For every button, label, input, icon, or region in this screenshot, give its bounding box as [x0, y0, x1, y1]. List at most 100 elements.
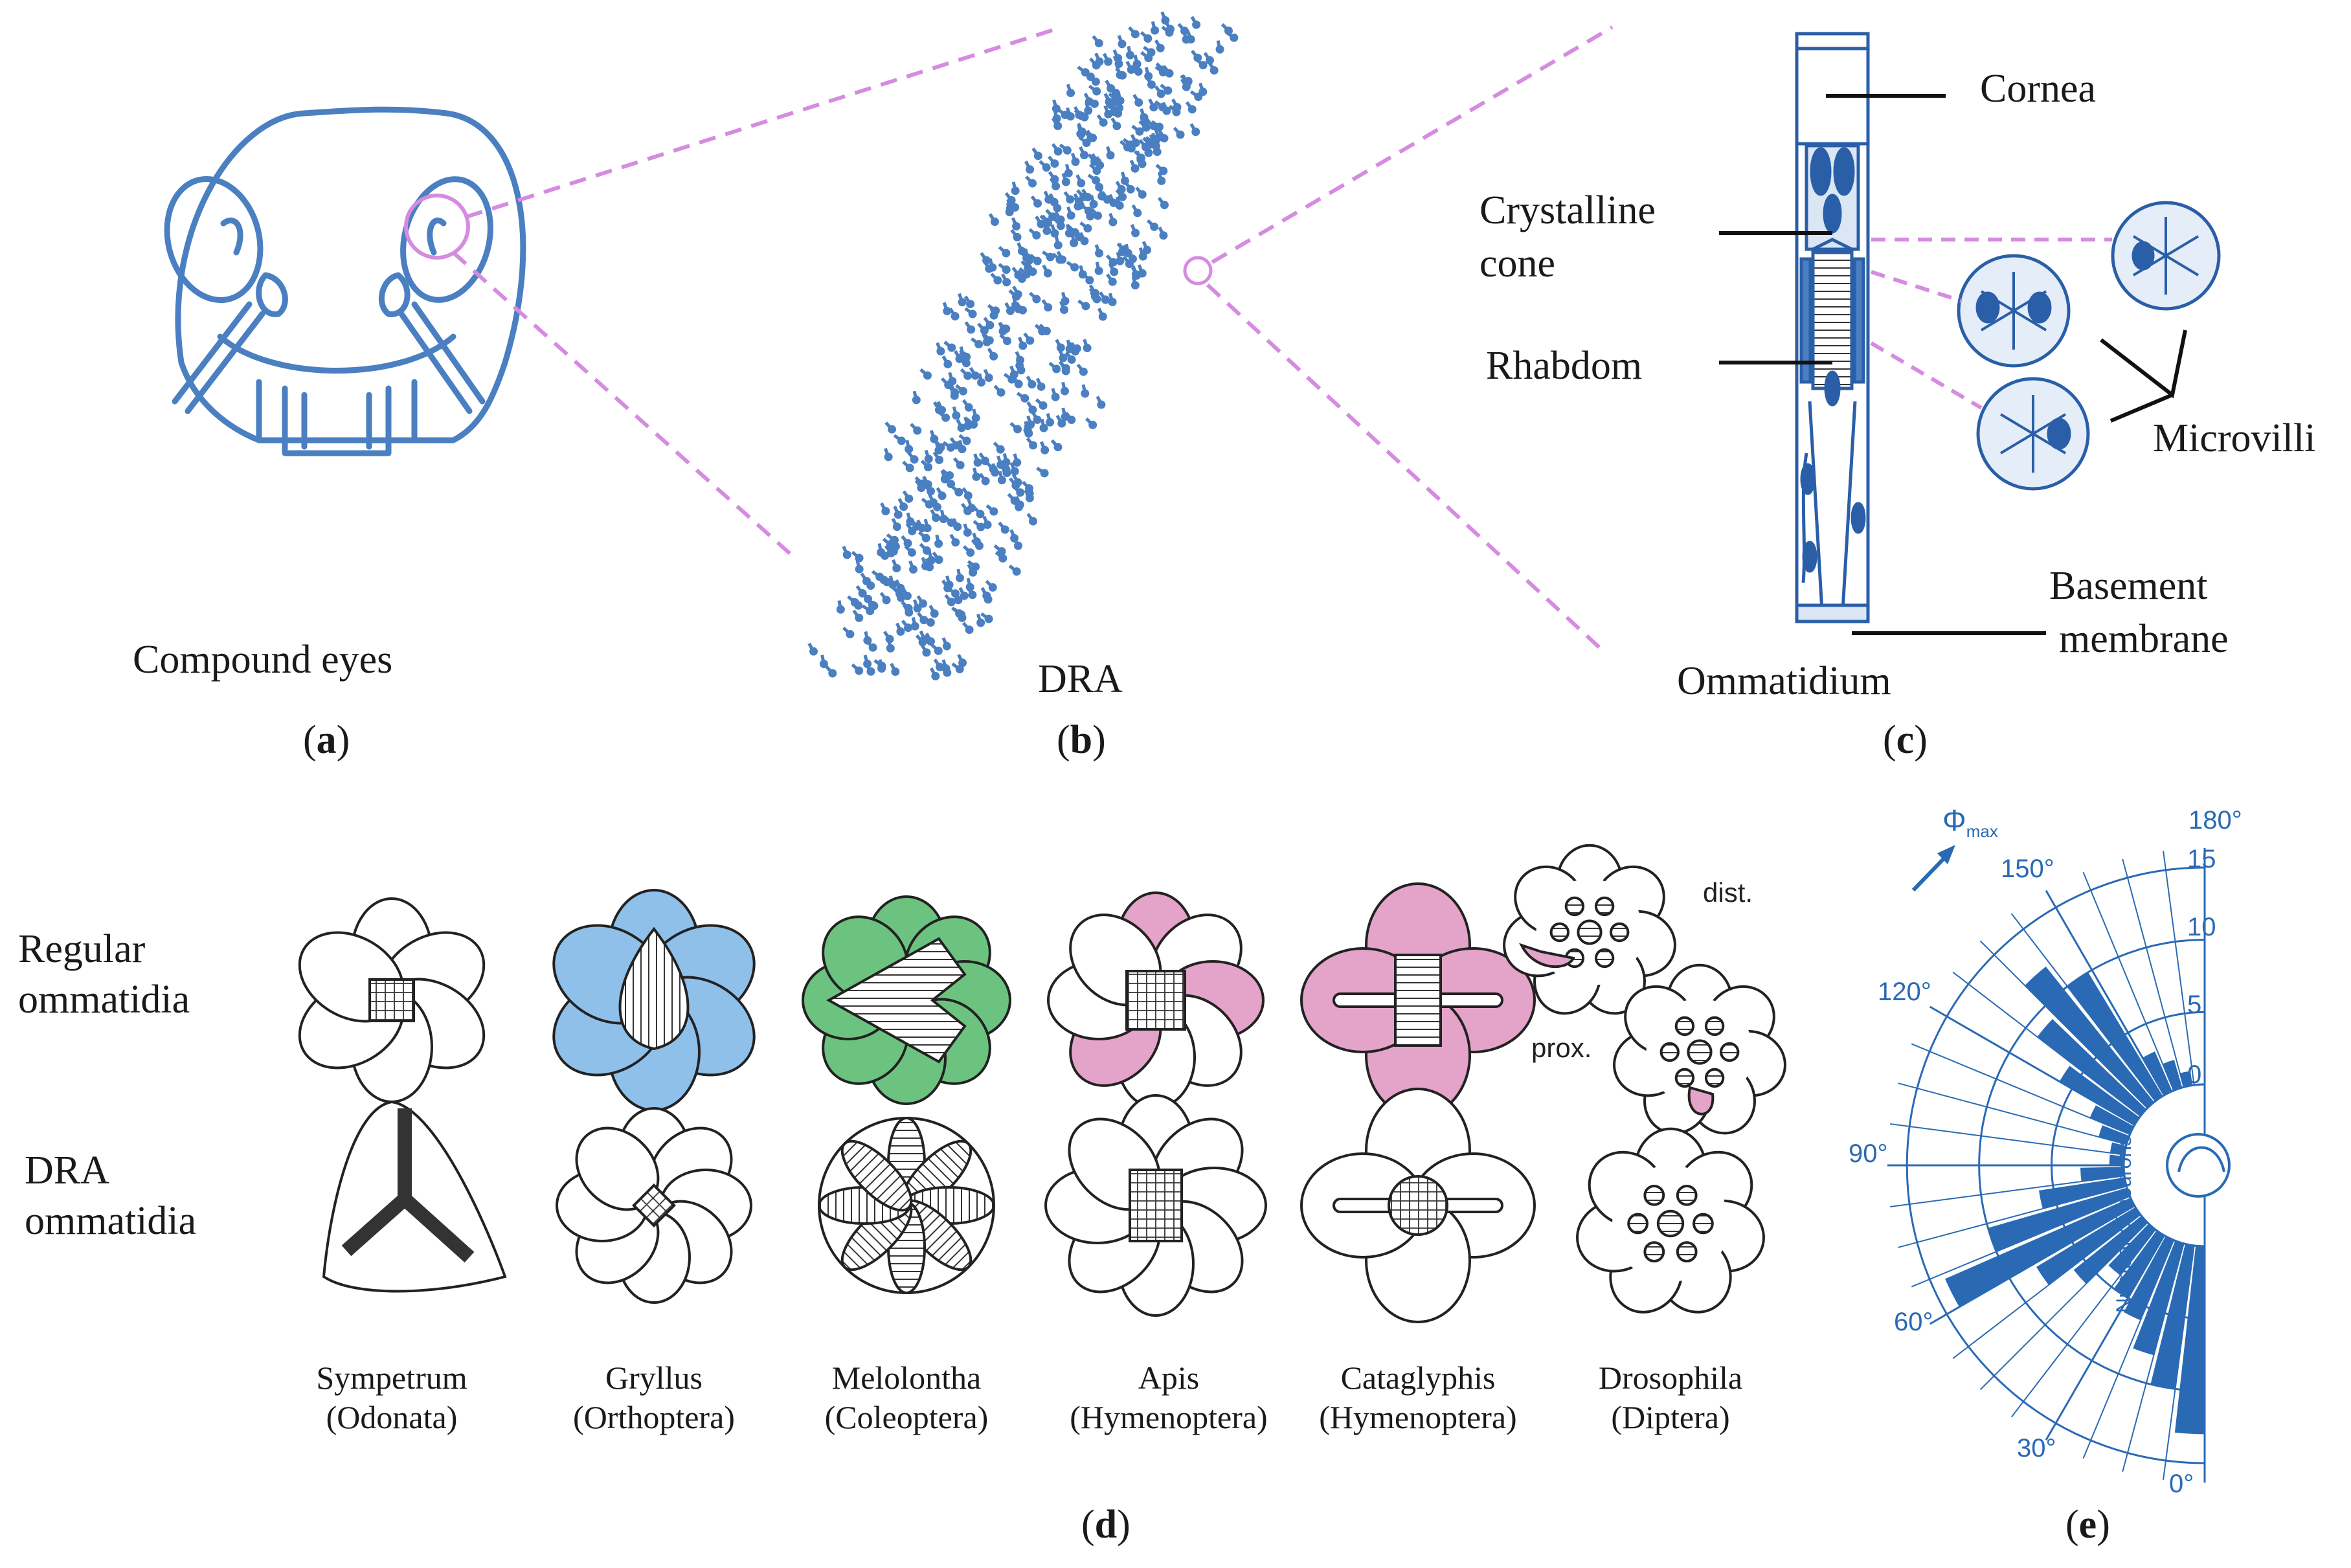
dra-arrow-head [918, 638, 927, 647]
polar-bar [1945, 1198, 2135, 1307]
dra-arrow-head [985, 320, 995, 330]
dra-arrow-head [1193, 53, 1202, 62]
dra-arrow-head [1209, 66, 1219, 75]
dra-arrow-head [1025, 484, 1034, 493]
dra-arrow-head [1164, 86, 1173, 95]
dra-arrow-head [925, 500, 934, 509]
dra-arrow-head [1081, 302, 1090, 311]
dra-arrow-head [1134, 67, 1143, 76]
dra-arrow-head [899, 502, 908, 511]
phi-arrow-head [1937, 845, 1955, 864]
polar-bar [2038, 1177, 2127, 1209]
dra-arrow-head [1033, 415, 1042, 424]
dra-arrow-head [1095, 249, 1104, 258]
dra-arrow-head [1080, 236, 1089, 245]
dra-arrow-head [1044, 195, 1053, 204]
dra-arrow-head [1156, 43, 1165, 52]
species-label: Drosophila(Diptera) [1541, 1358, 1800, 1437]
dra-arrow-head [1011, 481, 1020, 490]
dra-arrow-head [1013, 425, 1022, 434]
dra-arrow-head [1072, 344, 1081, 353]
dra-arrow-head [958, 386, 967, 396]
polar-head-icon-detail [2177, 1146, 2225, 1172]
label-microvilli: Microvilli [2153, 416, 2316, 460]
dra-arrow-head [1138, 269, 1147, 278]
dra-arrow-head [905, 445, 914, 454]
panel-letter-b: (b) [1057, 718, 1106, 762]
species-label: Melolontha(Coleoptera) [777, 1358, 1036, 1437]
dra-arrow-head [1026, 336, 1035, 345]
dra-arrow-head [1125, 50, 1134, 60]
polar-bar [2089, 1105, 2134, 1135]
polar-bar [2080, 1167, 2125, 1182]
dra-arrow-head [1118, 39, 1127, 49]
label-cone: cone [1479, 241, 1556, 286]
dra-arrow-head [923, 524, 932, 533]
dra-arrow-head [1067, 416, 1076, 425]
dra-arrow-head [943, 359, 952, 368]
dra-arrow-head [1032, 230, 1041, 240]
rhabdom-regular-apis [1125, 970, 1186, 1031]
dra-zoom-circle [1183, 256, 1213, 286]
dra-arrow-head [1052, 182, 1061, 191]
polar-bar [2113, 1230, 2165, 1298]
dra-arrow-head [933, 502, 942, 511]
panel-letter-c: (c) [1883, 718, 1928, 762]
dra-arrow-head [1230, 33, 1239, 42]
dra-arrow-head [965, 625, 974, 634]
dra-arrow-head [881, 506, 890, 515]
dra-arrow-head [1039, 423, 1048, 432]
dra-arrow-head [1128, 254, 1137, 263]
dra-arrow-head [976, 510, 985, 519]
dra-arrow-head [1046, 418, 1055, 427]
dra-arrow-head [897, 436, 906, 445]
polar-spoke [2122, 858, 2185, 1088]
dra-arrow-head [1083, 344, 1092, 353]
polar-radial-tick: 0 [2187, 1060, 2202, 1089]
dra-arrow-head [877, 662, 886, 671]
species-order: (Odonata) [326, 1399, 458, 1435]
dra-arrow-head [917, 479, 927, 488]
dra-arrow-head [980, 456, 989, 465]
dra-arrow-head [883, 577, 892, 587]
dra-arrow-head [888, 580, 897, 589]
dra-arrow-head [1033, 199, 1042, 208]
dra-arrow-head [1061, 297, 1070, 306]
drosophila-central-rhabdomere [1656, 1209, 1685, 1238]
drosophila-rhabdomere [1643, 1184, 1665, 1206]
dra-arrow-head [942, 642, 951, 651]
dra-arrow-head [1182, 35, 1191, 44]
dra-arrow-head [1086, 212, 1095, 221]
polar-radial-tick: 10 [2187, 913, 2216, 941]
dra-arrow-head [1115, 201, 1124, 210]
dra-arrow-head [984, 614, 993, 623]
dra-arrow-head [1081, 389, 1090, 398]
dra-arrow-head [913, 604, 922, 613]
species-genus: Drosophila [1598, 1360, 1743, 1396]
dra-arrow-head [1012, 222, 1021, 231]
dra-arrow-head [1090, 99, 1099, 108]
dra-arrow-head [1057, 419, 1066, 428]
dra-arrow-head [955, 609, 964, 618]
dra-arrow-head [934, 646, 943, 655]
species-order: (Hymenoptera) [1319, 1399, 1517, 1435]
dra-arrow-head [921, 533, 930, 543]
polar-bar [1988, 1187, 2130, 1252]
polar-angle-label: 30° [2017, 1434, 2056, 1462]
label-rhabdom: Rhabdom [1486, 344, 1643, 388]
dra-arrow-head [943, 306, 952, 315]
dra-arrow-head [1085, 276, 1094, 285]
dra-arrow-head [922, 648, 931, 657]
rhabdom-regular-sympetrum [368, 978, 415, 1022]
dra-arrow-head [1094, 39, 1103, 48]
label-crystalline: Crystalline [1479, 188, 1656, 232]
dra-arrow-head [1053, 443, 1063, 452]
dra-arrow-head [983, 521, 992, 530]
dra-arrow-head [910, 622, 919, 631]
dra-arrow-head [1061, 412, 1070, 421]
dra-arrow-head [927, 555, 936, 565]
dra-arrow-head [955, 574, 964, 583]
dra-arrow-head [1061, 364, 1070, 373]
dra-arrow-head [881, 551, 890, 560]
dra-arrow-head [988, 583, 997, 592]
